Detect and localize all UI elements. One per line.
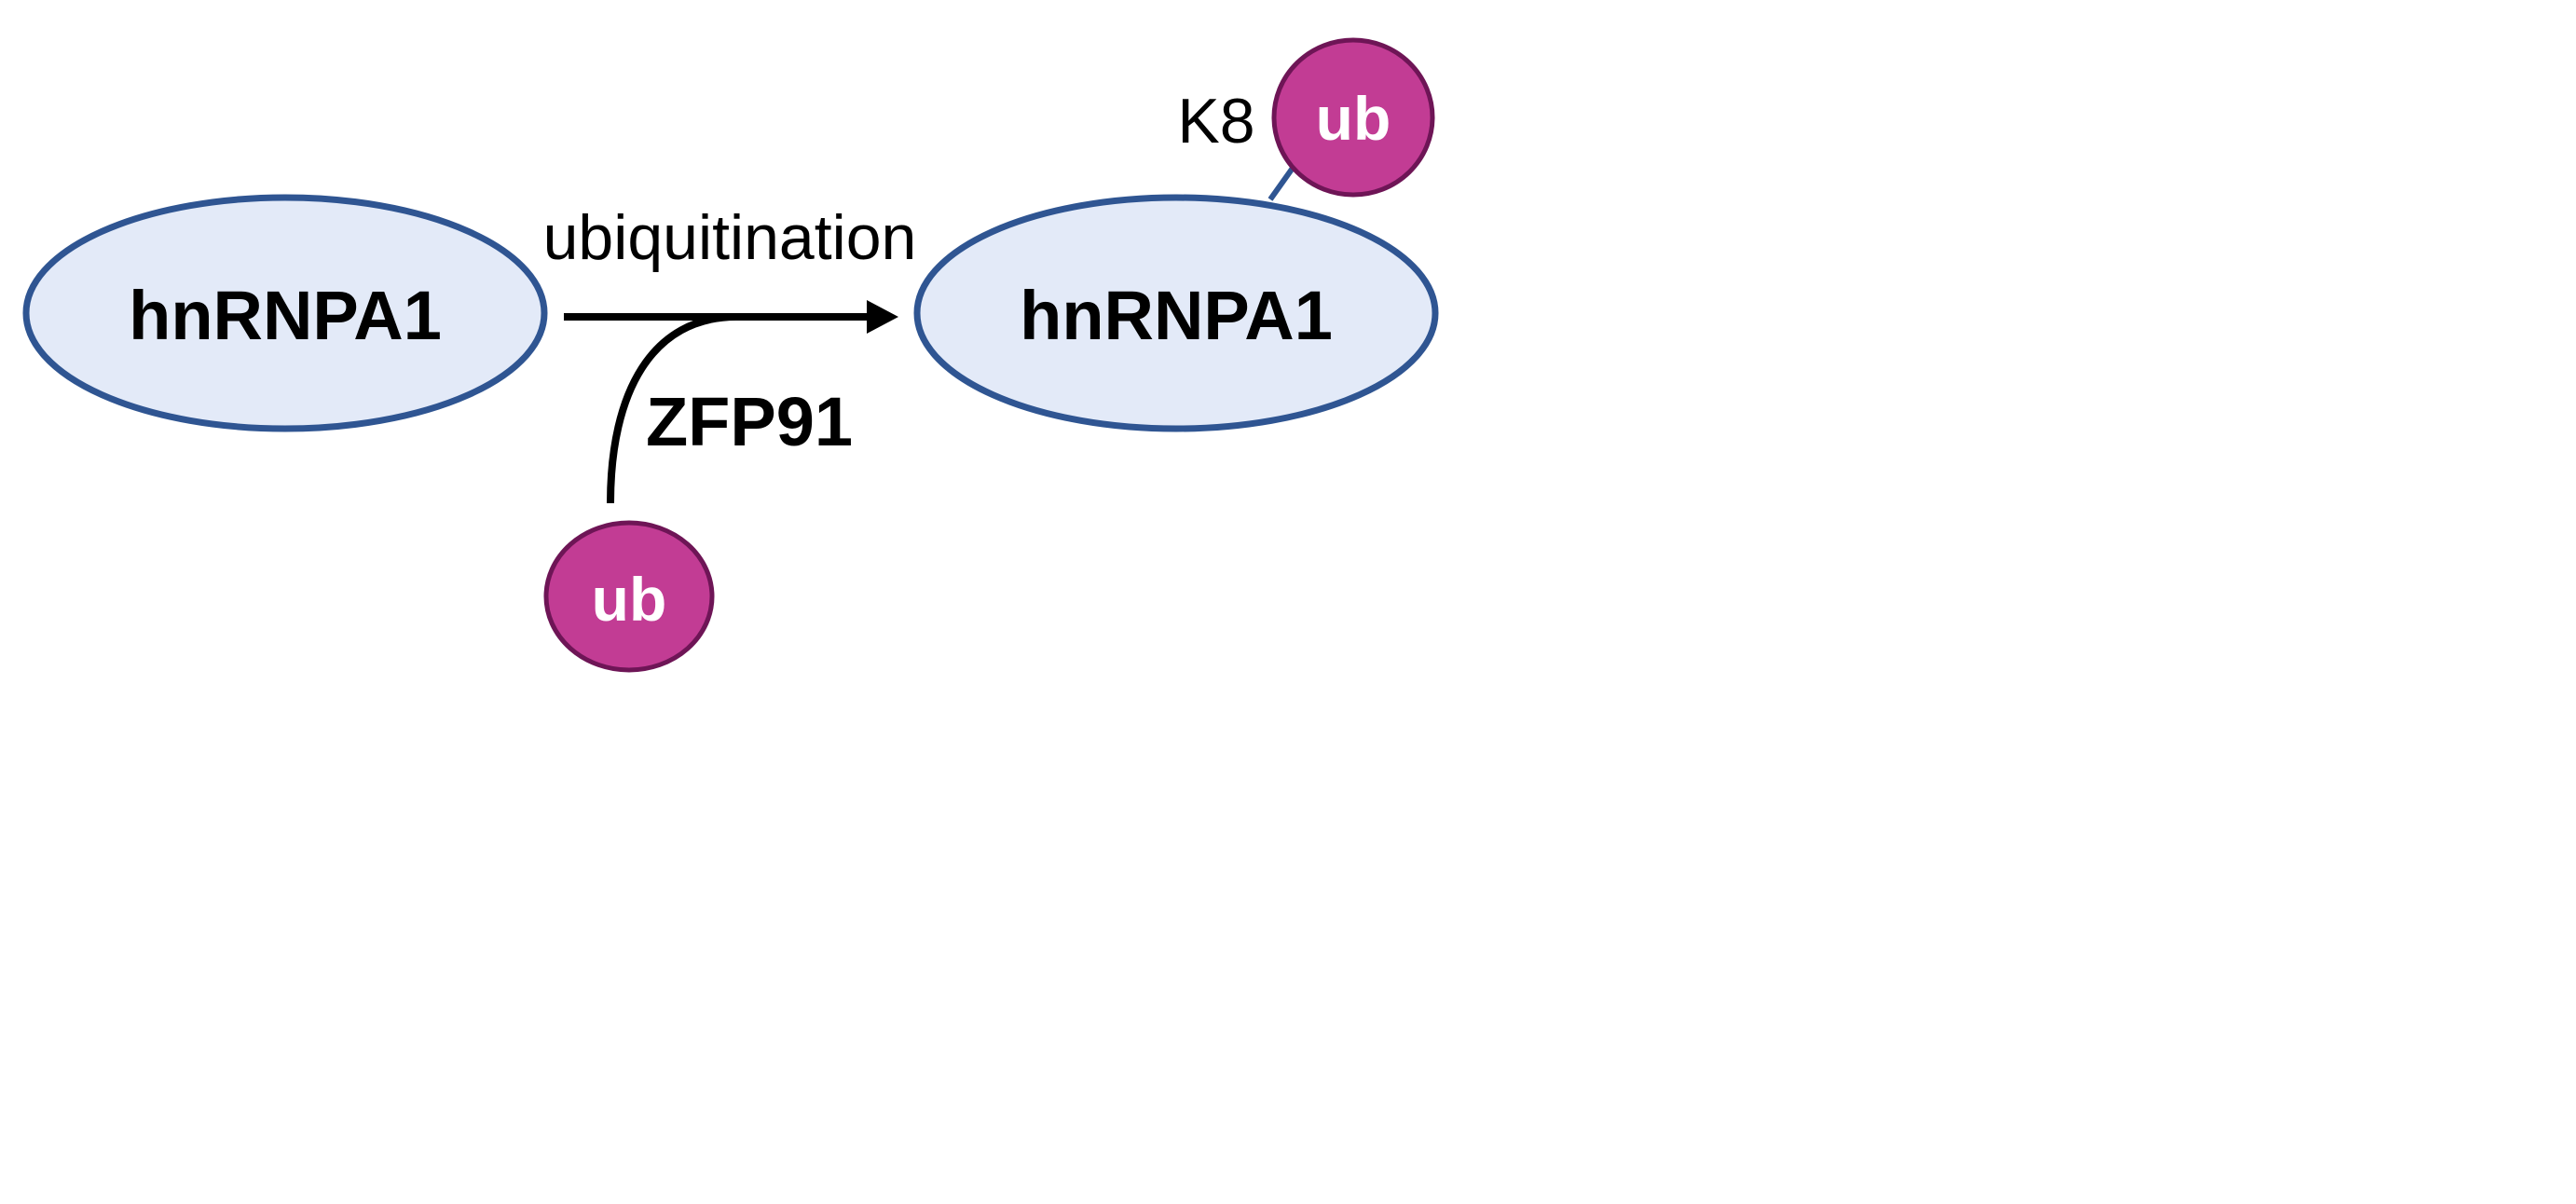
- substrate-ellipse: [22, 194, 548, 432]
- product-label: hnRNPA1: [1020, 277, 1333, 354]
- modification-site-label: K8: [1177, 86, 1254, 157]
- attached-ub-circle: [1271, 37, 1435, 198]
- product-node: hnRNPA1: [913, 194, 1439, 432]
- free-ub-circle: [543, 520, 715, 673]
- substrate-label: hnRNPA1: [129, 277, 442, 354]
- free-ub-label: ub: [592, 565, 667, 634]
- ub-attachment-link: [1267, 162, 1298, 201]
- attached-ub-node: ub: [1271, 37, 1435, 198]
- ub-input-curve: [607, 313, 737, 504]
- reaction-label: ubiquitination: [543, 202, 917, 273]
- attached-ub-label: ub: [1316, 84, 1391, 153]
- free-ub-node: ub: [543, 520, 715, 673]
- product-ellipse: [913, 194, 1439, 432]
- reaction-arrow-head: [867, 300, 898, 334]
- substrate-node: hnRNPA1: [22, 194, 548, 432]
- ubiquitination-diagram: hnRNPA1 ubiquitination ZFP91 ub hnRNPA1 …: [22, 37, 1439, 673]
- enzyme-label: ZFP91: [646, 383, 853, 460]
